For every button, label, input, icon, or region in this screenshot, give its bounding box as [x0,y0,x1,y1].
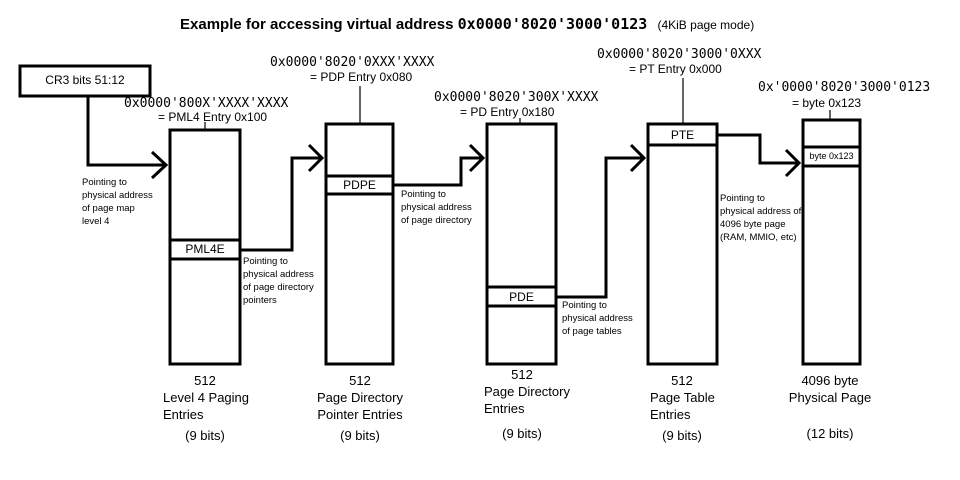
pd-table [485,122,558,366]
pd-count: 512 [511,367,533,382]
pml4-entry: = PML4 Entry 0x100 [158,110,268,124]
pdp-address: 0x0000'8020'0XXX'XXXX [270,55,435,70]
page-count: 4096 byte [801,373,859,388]
note-cr3-pointer: Pointing to physical address of page map… [82,177,153,227]
pml4-count: 512 [194,373,216,388]
pt-count: 512 [671,373,693,388]
byte-label: byte 0x123 [809,151,854,161]
diagram-title: Example for accessing virtual address 0x… [180,15,754,33]
title-address: 0x0000'8020'3000'0123 [457,15,648,33]
pdp-bits: (9 bits) [340,428,380,443]
pt-caption: Page Table Entries [650,390,715,422]
pt-table [646,122,719,366]
page-caption: Physical Page [788,390,872,405]
page-entry: = byte 0x123 [792,96,862,110]
page-bits: (12 bits) [806,426,854,441]
pdp-count: 512 [349,373,371,388]
arrow-pdpe-pd [393,156,483,187]
note-pml4e-pointer: Pointing to physical address of page dir… [243,256,314,306]
pd-address: 0x0000'8020'300X'XXXX [434,90,599,105]
pdp-table [324,122,395,366]
arrow-pde-pt [556,156,644,299]
pd-bits: (9 bits) [502,426,542,441]
pt-bits: (9 bits) [662,428,702,443]
cr3-label: CR3 bits 51:12 [45,73,125,87]
note-pdpe-pointer: Pointing to physical address of page dir… [401,189,472,226]
pml4-caption: Level 4 Paging Entries [163,390,250,422]
cr3-box [18,64,152,98]
pdpe-label: PDPE [343,178,376,192]
arrow-pml4e-pdp [240,156,322,252]
note-pte-pointer: Pointing to physical address of 4096 byt… [720,193,802,243]
title-mode: (4KiB page mode) [657,18,755,32]
pt-address: 0x0000'8020'3000'0XXX [597,47,762,62]
arrow-pte-page [717,133,799,165]
pdp-caption: Page Directory Pointer Entries [317,390,403,422]
pte-label: PTE [670,128,695,142]
pml4e-label: PML4E [185,242,225,256]
arrow-cr3-pml4 [86,96,166,167]
pd-caption: Page Directory Entries [484,384,570,416]
pdp-entry: = PDP Entry 0x080 [310,70,413,84]
pml4-bits: (9 bits) [185,428,225,443]
pde-label: PDE [509,290,534,304]
note-pde-pointer: Pointing to physical address of page tab… [562,300,633,337]
physical-page [801,118,862,366]
page-address: 0x'0000'8020'3000'0123 [758,80,931,95]
title-prefix: Example for accessing virtual address [180,16,454,33]
pml4-address: 0x0000'800X'XXXX'XXXX [124,96,289,111]
pd-entry: = PD Entry 0x180 [460,105,555,119]
pt-entry: = PT Entry 0x000 [629,62,722,76]
